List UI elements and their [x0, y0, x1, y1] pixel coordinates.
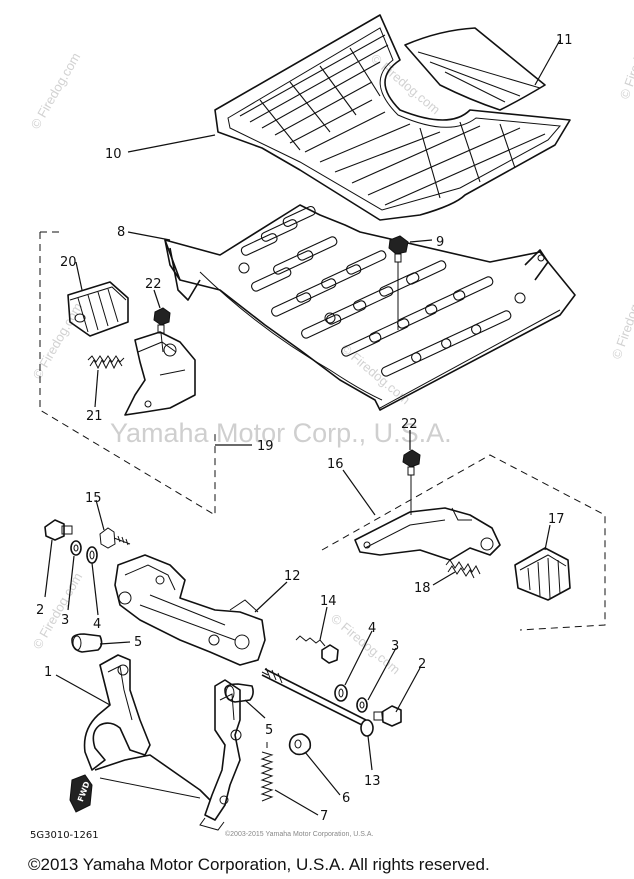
part-18-spring [445, 559, 481, 579]
callout-5-left: 5 [134, 635, 142, 650]
callout-2-left: 2 [36, 603, 44, 618]
part-8-floorboard [164, 204, 576, 411]
part-21-spring [87, 355, 125, 370]
callout-10: 10 [105, 147, 122, 162]
callout-14: 14 [320, 594, 337, 609]
callout-4-left: 4 [93, 617, 101, 632]
leader-lines [44, 39, 561, 816]
callout-9: 9 [436, 235, 444, 250]
part-22-bolt-right [402, 449, 421, 515]
watermark-left: © Firedog.com [28, 50, 84, 132]
callout-22-right: 22 [401, 417, 418, 432]
part-5-collar-left [71, 633, 103, 653]
callout-18: 18 [414, 581, 431, 596]
callout-3-right: 3 [391, 639, 399, 654]
assembly-19-boundary [39, 232, 216, 516]
part-12-stand-bracket [114, 554, 266, 666]
part-3-washer-left [70, 540, 82, 556]
part-7-spring [260, 742, 274, 802]
callout-19: 19 [257, 439, 274, 454]
callout-3-left: 3 [61, 613, 69, 628]
part-2-bolt-left [44, 519, 73, 541]
part-1-main-stand [83, 654, 242, 831]
part-2-bolt-right [373, 705, 402, 727]
callout-17: 17 [548, 512, 565, 527]
fwd-arrow-icon: FWD [69, 774, 93, 813]
callout-8: 8 [117, 225, 125, 240]
part-11-insert-mat [404, 27, 546, 111]
part-14-bolt [295, 635, 339, 664]
watermark-right-mid: © Firedog.com [609, 276, 634, 361]
drawing-code: 5G3010-1261 [30, 830, 99, 841]
part-4-washer-left [86, 546, 98, 564]
callout-16: 16 [327, 457, 344, 472]
part-6-stopper [288, 733, 312, 756]
part-20-footrest-rubber [67, 281, 129, 337]
watermark-text: Yamaha Motor Corp., U.S.A. [110, 418, 452, 448]
part-13-pivot-shaft [261, 667, 374, 737]
part-9-bolt [388, 235, 409, 330]
part-10-floor-mat [214, 14, 571, 221]
part-16-footrest-bracket [354, 507, 501, 561]
watermark-left-mid: © Firedog.com [30, 300, 86, 382]
callout-1: 1 [44, 665, 52, 680]
callout-7: 7 [320, 809, 328, 824]
part-4-washer-right [334, 684, 348, 702]
part-5-collar-right [224, 683, 254, 703]
callout-22-left: 22 [145, 277, 162, 292]
callout-21: 21 [86, 409, 103, 424]
part-15-bolt [99, 527, 131, 549]
watermark-right: © Firedog.com [617, 16, 634, 101]
callout-4-right: 4 [368, 621, 376, 636]
copyright-footer: ©2013 Yamaha Motor Corporation, U.S.A. A… [28, 855, 490, 874]
part-22-bolt-left [153, 307, 171, 353]
callout-15: 15 [85, 491, 102, 506]
fine-print: ©2003-2015 Yamaha Motor Corporation, U.S… [225, 830, 374, 838]
callout-5-right: 5 [265, 723, 273, 738]
callout-6: 6 [342, 791, 350, 806]
part-19-footrest-bracket [124, 331, 196, 416]
callout-20: 20 [60, 255, 77, 270]
part-3-washer-right [356, 697, 368, 713]
part-17-footrest-rubber [514, 547, 571, 601]
callout-2-right: 2 [418, 657, 426, 672]
callout-13: 13 [364, 774, 381, 789]
callout-12: 12 [284, 569, 301, 584]
watermark-top: © Firedog.com [368, 51, 443, 117]
callout-11: 11 [556, 33, 573, 48]
assembly-16-boundary [321, 454, 606, 631]
